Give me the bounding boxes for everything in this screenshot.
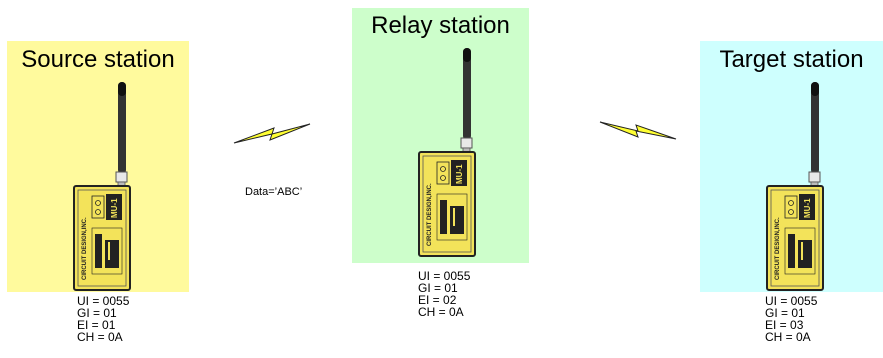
target-param-ch: CH = 0A: [765, 331, 817, 343]
source-param-ch: CH = 0A: [77, 331, 129, 343]
relay-station-title: Relay station: [352, 12, 529, 40]
svg-text:CIRCUIT DESIGN,INC.: CIRCUIT DESIGN,INC.: [427, 183, 433, 246]
source-params: UI = 0055 GI = 01 EI = 01 CH = 0A: [77, 295, 129, 343]
svg-text:MU-1: MU-1: [803, 198, 812, 218]
relay-params: UI = 0055 GI = 01 EI = 02 CH = 0A: [418, 270, 470, 318]
source-station-title: Source station: [7, 46, 189, 74]
target-station-title: Target station: [700, 46, 883, 74]
svg-text:MU-1: MU-1: [455, 164, 464, 184]
source-radio-module-icon: CIRCUIT DESIGN,INC. MU-1: [72, 82, 132, 292]
target-radio-module-icon: CIRCUIT DESIGN,INC. MU-1: [765, 82, 825, 292]
target-params: UI = 0055 GI = 01 EI = 03 CH = 0A: [765, 295, 817, 343]
lightning-bolt-icon-2: [598, 118, 678, 142]
relay-radio-module-icon: CIRCUIT DESIGN,INC. MU-1: [417, 48, 477, 258]
svg-text:MU-1: MU-1: [110, 198, 119, 218]
svg-text:CIRCUIT DESIGN,INC.: CIRCUIT DESIGN,INC.: [82, 217, 88, 280]
lightning-bolt-icon: [232, 122, 312, 146]
svg-text:CIRCUIT DESIGN,INC.: CIRCUIT DESIGN,INC.: [775, 217, 781, 280]
relay-param-ch: CH = 0A: [418, 306, 470, 318]
data-label: Data=’ABC’: [245, 186, 302, 198]
